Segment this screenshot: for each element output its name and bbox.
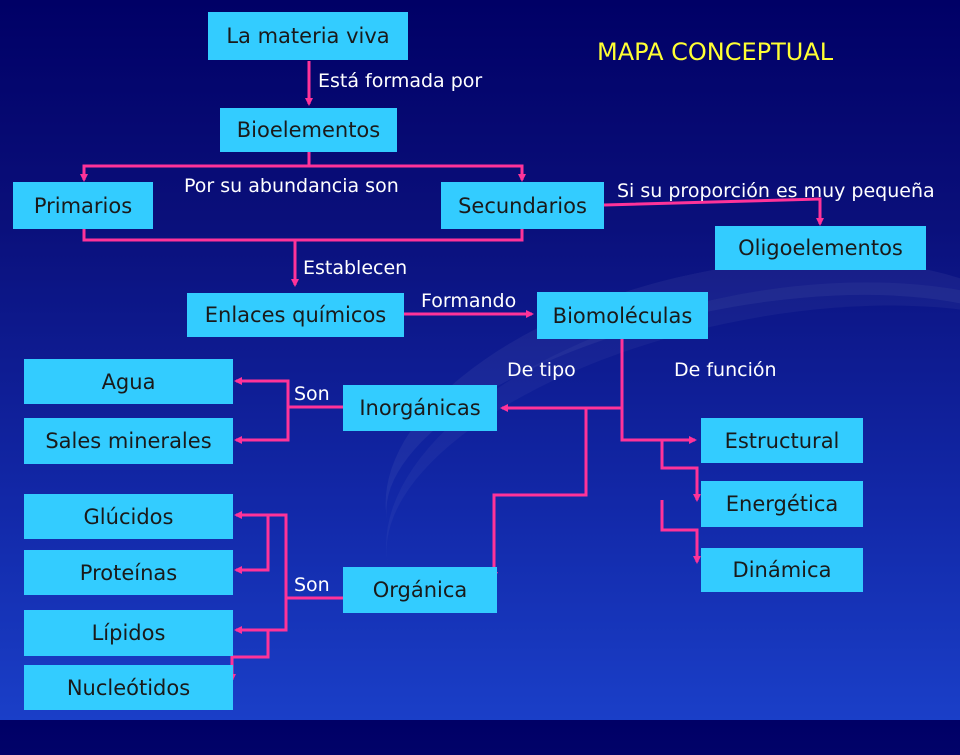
connector-establecen <box>82 229 524 242</box>
connector-son-inorg-sales <box>234 407 290 444</box>
node-lipidos: Lípidos <box>24 610 233 656</box>
label-formando: Formando <box>421 290 517 312</box>
node-proteinas: Proteínas <box>24 550 233 595</box>
connector-funcion <box>620 408 697 444</box>
node-inorganicas: Inorgánicas <box>343 385 497 431</box>
node-organica: Orgánica <box>343 567 497 613</box>
label-abundancia: Por su abundancia son <box>184 175 399 197</box>
connector-son-org-nuc <box>228 630 270 682</box>
connector-tipo-org <box>490 408 588 580</box>
node-biomoleculas: Biomoléculas <box>537 292 708 339</box>
connector-son-org <box>234 511 345 600</box>
node-materia-viva: La materia viva <box>208 12 408 60</box>
label-de-tipo: De tipo <box>507 359 576 381</box>
node-enlaces: Enlaces químicos <box>187 293 404 337</box>
connector-son-org-prot <box>234 515 270 574</box>
label-de-funcion: De función <box>674 359 777 381</box>
node-sales-minerales: Sales minerales <box>24 418 233 464</box>
node-estructural: Estructural <box>701 418 863 463</box>
node-glucidos: Glúcidos <box>24 494 233 539</box>
connector-estructural-branch <box>660 440 701 502</box>
label-establecen: Establecen <box>303 257 408 279</box>
connector-lines <box>80 61 824 682</box>
node-energetica: Energética <box>701 481 863 527</box>
diagram-title: MAPA CONCEPTUAL <box>597 38 834 66</box>
label-formada: Está formada por <box>318 70 483 92</box>
connector-energetica-branch <box>660 500 701 564</box>
label-son-organica: Son <box>294 574 330 596</box>
node-secundarios: Secundarios <box>441 182 604 229</box>
label-proporcion: Si su proporción es muy pequeña <box>617 180 935 202</box>
connector-son-inorg <box>234 377 345 409</box>
label-son-inorganicas: Son <box>294 383 330 405</box>
node-primarios: Primarios <box>13 182 153 229</box>
connector-abundancia <box>80 151 311 182</box>
node-oligoelementos: Oligoelementos <box>715 226 926 270</box>
node-dinamica: Dinámica <box>701 548 863 592</box>
node-agua: Agua <box>24 359 233 404</box>
node-nucleotidos: Nucleótidos <box>24 665 233 710</box>
connector-abundancia-right <box>309 164 526 182</box>
node-bioelementos: Bioelementos <box>220 108 397 152</box>
connector-proporcion <box>603 197 824 226</box>
connector-son-org-lip <box>234 598 288 634</box>
